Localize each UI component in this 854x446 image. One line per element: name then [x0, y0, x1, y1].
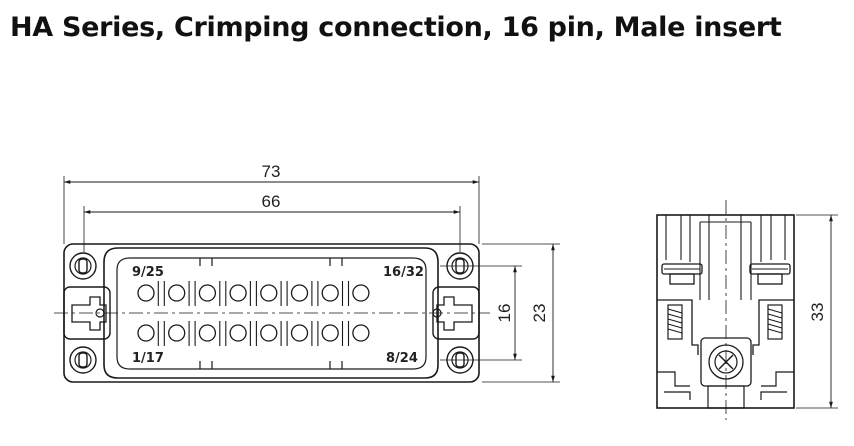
dimension-33: 33 — [796, 214, 838, 409]
dimension-73: 73 — [63, 162, 480, 244]
pin-rib — [157, 321, 165, 346]
screw-bottom-left — [69, 346, 97, 374]
side-thread-left — [667, 304, 683, 340]
side-screw-left — [661, 263, 703, 285]
insert-body — [103, 247, 439, 379]
pin-contact — [352, 324, 370, 342]
pin-label-top-left: 9/25 — [132, 265, 164, 280]
pin-rib — [280, 321, 288, 346]
side-thread-right — [767, 304, 783, 340]
dimension-16-label: 16 — [495, 304, 514, 323]
pin-contact — [290, 324, 309, 342]
page-title: HA Series, Crimping connection, 16 pin, … — [10, 12, 782, 43]
pin-rib — [311, 321, 319, 346]
front-view: 9/25 16/32 1/17 8/24 — [54, 243, 490, 383]
dimension-33-label: 33 — [808, 303, 827, 322]
pin-contact — [321, 324, 339, 342]
pin-contact — [168, 284, 186, 302]
pin-rib — [249, 281, 257, 306]
side-screw-right — [749, 263, 791, 285]
pin-label-bottom-right: 8/24 — [386, 351, 418, 366]
ground-contact-right — [432, 296, 473, 331]
pin-rib — [341, 281, 350, 306]
pin-rib — [157, 281, 165, 306]
screw-top-left — [69, 252, 97, 280]
pin-contact — [352, 284, 370, 302]
pin-rib — [188, 281, 196, 306]
pin-label-bottom-left: 1/17 — [132, 351, 164, 366]
pin-contact — [229, 324, 247, 342]
pin-rib — [341, 321, 350, 346]
pin-rib — [188, 321, 196, 346]
pin-ribs — [157, 281, 350, 346]
side-view — [656, 200, 795, 420]
dimension-73-label: 73 — [262, 162, 281, 181]
pin-contact — [290, 284, 309, 302]
pin-contact — [168, 324, 186, 342]
pin-contact — [260, 284, 278, 302]
dimension-66: 66 — [83, 192, 461, 252]
insert-face — [116, 257, 427, 370]
pin-rib — [249, 321, 257, 346]
pin-rib — [311, 281, 319, 306]
pin-contact — [321, 284, 339, 302]
pin-rib — [219, 321, 227, 346]
pin-label-top-right: 16/32 — [383, 265, 424, 280]
side-ground-screw — [700, 337, 752, 409]
pin-rib — [280, 281, 288, 306]
pin-rib — [219, 281, 227, 306]
dimension-16: 16 — [440, 265, 522, 361]
dimension-23: 23 — [482, 243, 560, 383]
pin-contact — [198, 284, 217, 302]
pin-contact — [137, 324, 155, 342]
dimension-23-label: 23 — [530, 304, 549, 323]
pin-contact — [137, 284, 155, 302]
pin-grid — [137, 284, 370, 342]
pin-contact — [260, 324, 278, 342]
ground-contact-left — [71, 296, 107, 331]
pin-contact — [198, 324, 217, 342]
pin-contact — [229, 284, 247, 302]
dimension-66-label: 66 — [262, 192, 281, 211]
